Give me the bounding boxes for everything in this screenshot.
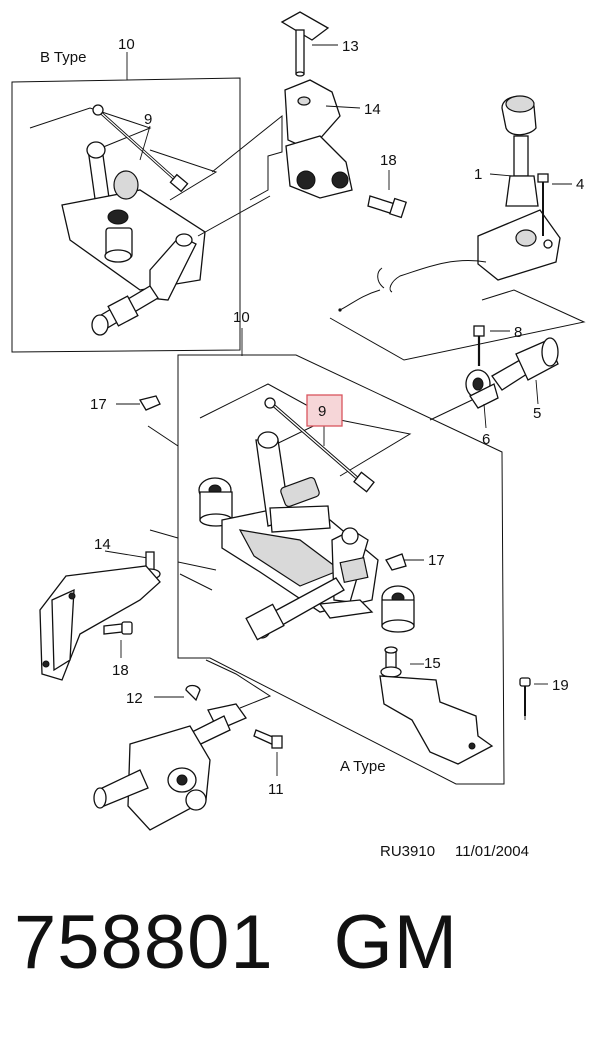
part-9-highlight-box[interactable]: [306, 394, 343, 427]
lower-left-bracket: [39, 550, 161, 681]
callout-10-a: 10: [233, 309, 250, 326]
callout-1: 1: [474, 166, 482, 183]
callout-11: 11: [268, 781, 284, 798]
callout-5: 5: [533, 405, 541, 422]
a-type-panel: [116, 328, 505, 785]
callout-12: 12: [126, 690, 143, 707]
upper-bracket-group: [197, 11, 407, 237]
callout-19: 19: [552, 677, 569, 694]
callout-17-top: 17: [90, 396, 107, 413]
label-a-type: A Type: [340, 758, 386, 775]
callout-18-left: 18: [112, 662, 129, 679]
callout-9-b: 9: [144, 111, 152, 128]
a-type-shift-mechanism: [198, 397, 415, 641]
b-type-shift-mechanism: [61, 104, 206, 336]
callout-14-top: 14: [364, 101, 381, 118]
callout-15: 15: [424, 655, 441, 672]
brand-name: GM: [333, 900, 459, 985]
cable-end-group: [429, 325, 559, 429]
callout-6: 6: [482, 431, 490, 448]
reference-code: RU3910: [380, 843, 435, 860]
lower-parts: [93, 646, 548, 831]
callout-17-right: 17: [428, 552, 445, 569]
callout-8: 8: [514, 324, 522, 341]
callout-18-top: 18: [380, 152, 397, 169]
callout-14-left: 14: [94, 536, 111, 553]
callout-4: 4: [576, 176, 584, 193]
reference-date: 11/01/2004: [455, 843, 529, 860]
callout-10-b: 10: [118, 36, 135, 53]
callout-13: 13: [342, 38, 359, 55]
label-b-type: B Type: [40, 49, 86, 66]
b-type-panel: [11, 52, 241, 353]
gear-shifter-assembly: [329, 95, 586, 361]
callout-9-a[interactable]: 9: [318, 403, 326, 420]
part-number: 758801: [14, 900, 274, 985]
